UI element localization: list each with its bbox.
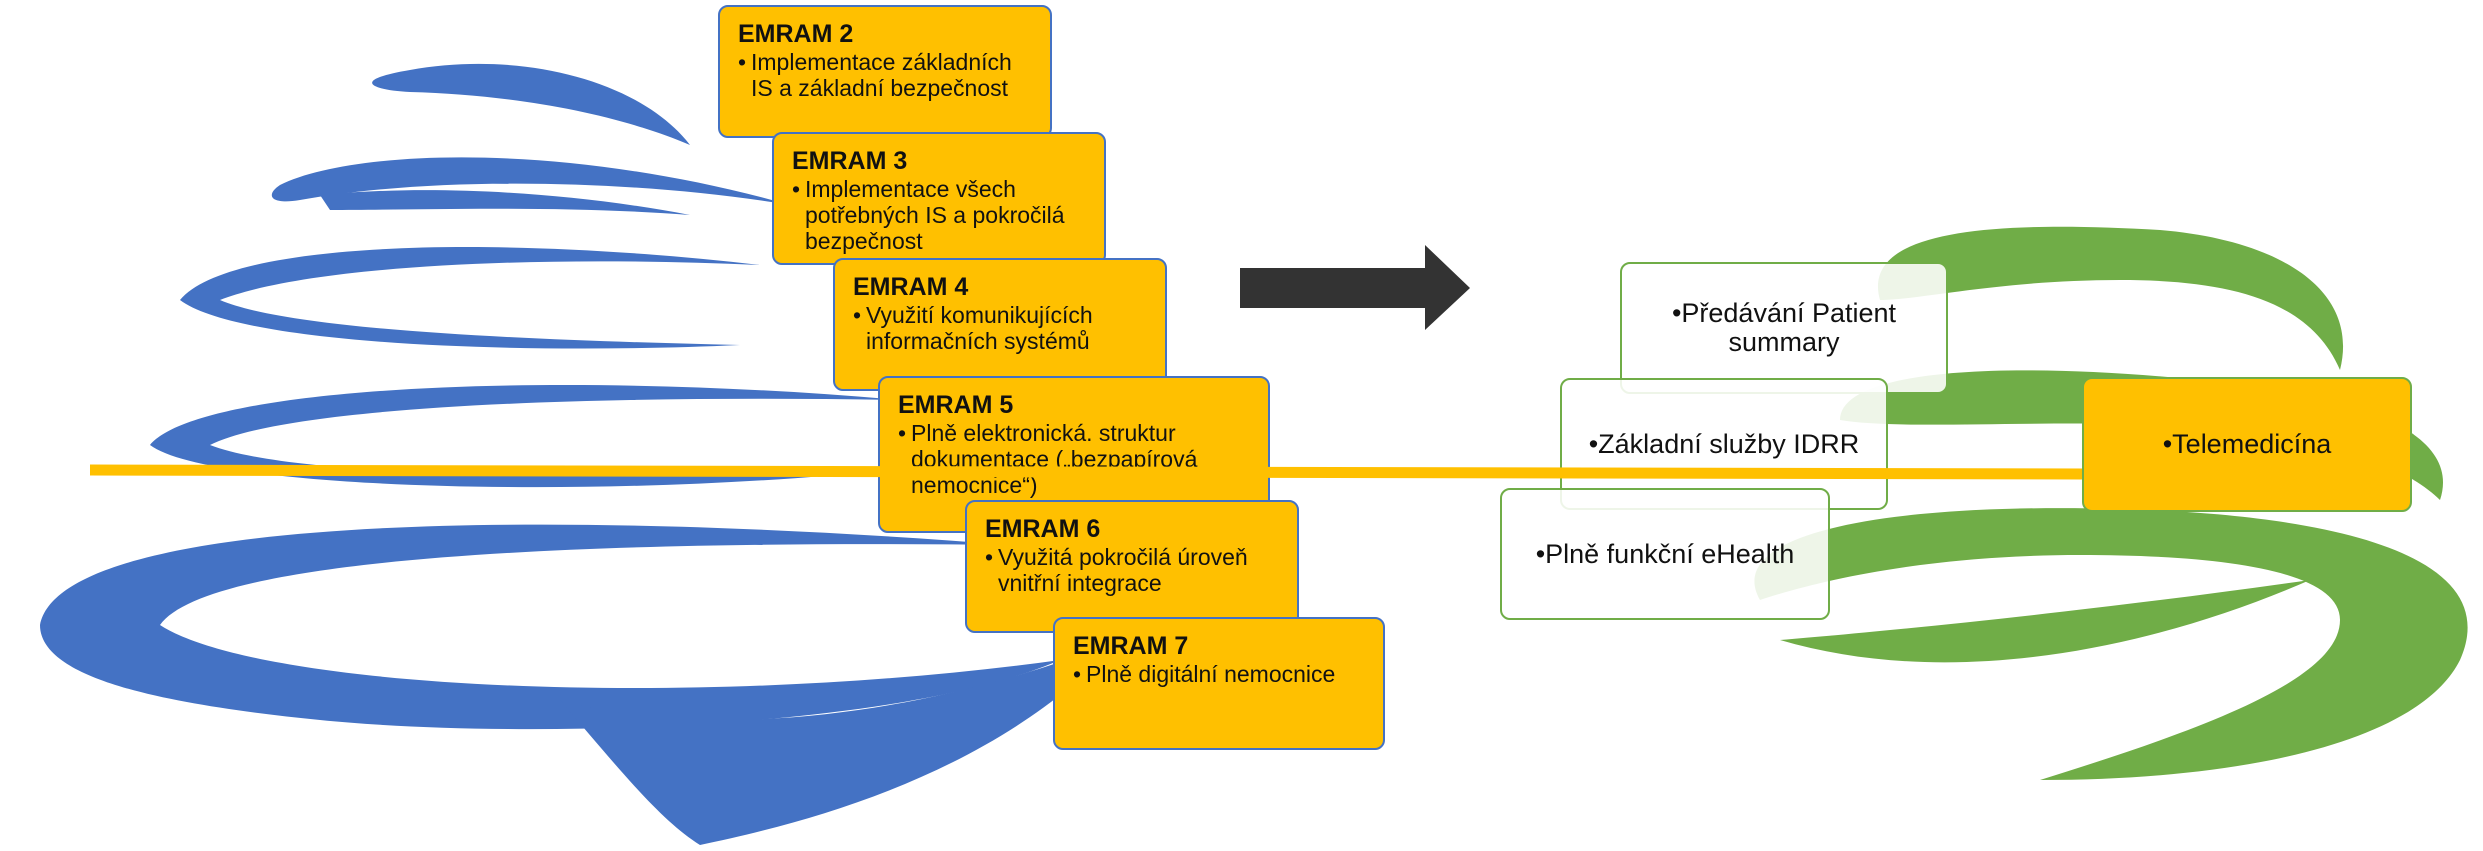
emram-level-7-description: Plně digitální nemocnice bbox=[1073, 661, 1365, 687]
telemedicine-box: Telemedicína bbox=[2082, 377, 2412, 512]
emram-level-2-description: Implementace základních IS a základní be… bbox=[738, 49, 1032, 101]
ehealth-item-full-ehealth: Plně funkční eHealth bbox=[1500, 488, 1830, 620]
telemedicine-label: Telemedicína bbox=[2163, 429, 2331, 460]
emram-level-7-title: EMRAM 7 bbox=[1073, 632, 1189, 660]
emram-level-2-box: EMRAM 2 Implementace základních IS a zák… bbox=[718, 5, 1052, 138]
emram-level-6-description: Využitá pokročilá úroveň vnitřní integra… bbox=[985, 544, 1279, 596]
ehealth-item-label: Předávání Patient summary bbox=[1638, 299, 1930, 357]
emram-level-6-title: EMRAM 6 bbox=[985, 515, 1101, 543]
emram-level-2-title: EMRAM 2 bbox=[738, 20, 854, 48]
emram-level-5-title: EMRAM 5 bbox=[898, 391, 1014, 419]
emram-level-3-box: EMRAM 3 Implementace všech potřebných IS… bbox=[772, 132, 1106, 265]
emram-level-3-description: Implementace všech potřebných IS a pokro… bbox=[792, 176, 1086, 254]
emram-level-6-box: EMRAM 6 Využitá pokročilá úroveň vnitřní… bbox=[965, 500, 1299, 633]
emram-level-4-title: EMRAM 4 bbox=[853, 273, 969, 301]
emram-level-4-box: EMRAM 4 Využití komunikujících informačn… bbox=[833, 258, 1167, 391]
ehealth-item-label: Plně funkční eHealth bbox=[1536, 539, 1794, 569]
ehealth-item-patient-summary: Předávání Patient summary bbox=[1620, 262, 1948, 394]
ehealth-item-label: Základní služby IDRR bbox=[1589, 429, 1859, 459]
emram-level-7-box: EMRAM 7 Plně digitální nemocnice bbox=[1053, 617, 1385, 750]
emram-level-4-description: Využití komunikujících informačních syst… bbox=[853, 302, 1147, 354]
emram-level-3-title: EMRAM 3 bbox=[792, 147, 908, 175]
